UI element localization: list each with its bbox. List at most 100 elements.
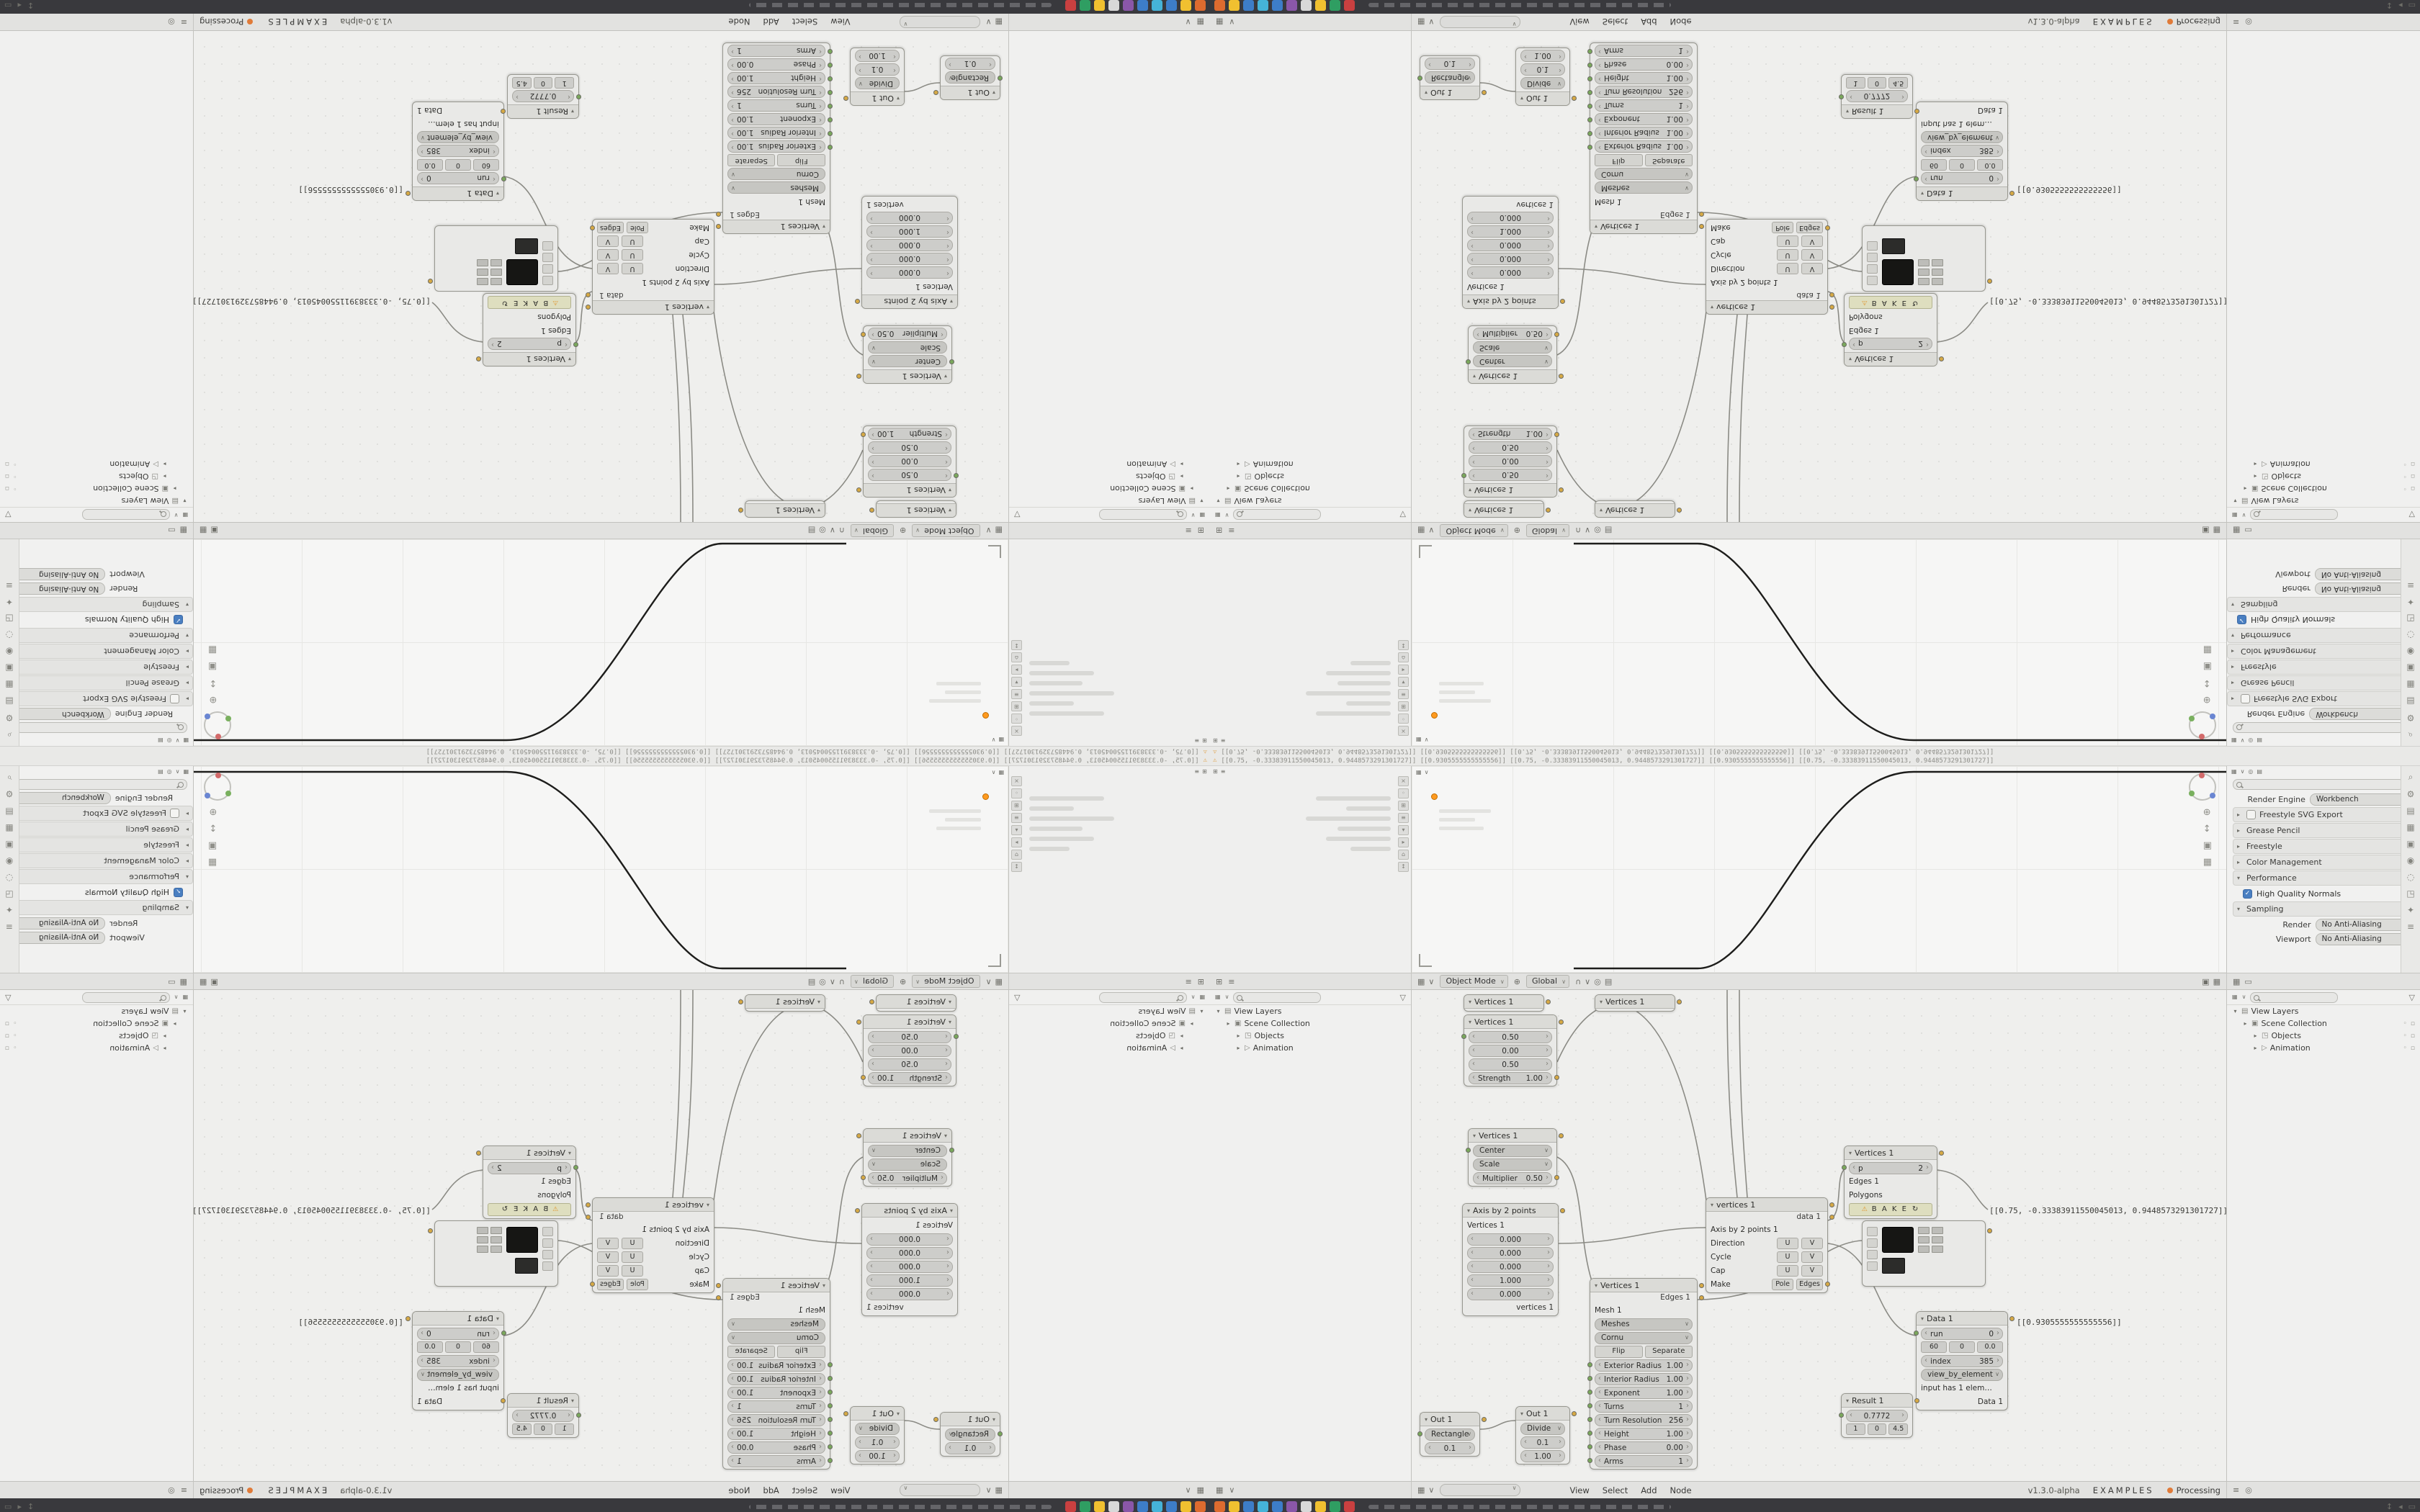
socket-dot[interactable]	[586, 292, 591, 297]
object-tab-icon[interactable]: ◳	[2406, 888, 2415, 899]
node-button-flip[interactable]: Flip	[1595, 154, 1643, 166]
socket-dot[interactable]	[1839, 94, 1844, 99]
node-toggle-edges[interactable]: Edges	[1796, 222, 1823, 233]
collapse-caret-icon[interactable]: ▾	[1849, 1149, 1852, 1156]
palette-button[interactable]	[542, 241, 553, 251]
socket-dot[interactable]	[828, 1403, 833, 1408]
socket-dot[interactable]	[856, 1133, 861, 1138]
node-header[interactable]: ▾Vertices 1	[1464, 1015, 1564, 1029]
node-select[interactable]: Scale	[1473, 1158, 1552, 1171]
network-icon[interactable]: ↕	[27, 1502, 35, 1511]
palette-cell[interactable]	[1932, 1246, 1943, 1253]
expand-caret-icon[interactable]: ▸	[1190, 485, 1193, 492]
app-icon-1[interactable]	[1214, 0, 1225, 11]
socket-dot[interactable]	[576, 94, 581, 99]
node-toggle-u[interactable]: U	[1777, 1238, 1798, 1249]
socket-dot[interactable]	[1829, 1202, 1834, 1207]
visibility-icon[interactable]: ◦	[2403, 1020, 2407, 1027]
node-palette[interactable]	[1862, 225, 1992, 292]
dropdown-arrow-icon[interactable]: ∨	[2241, 994, 2246, 1000]
snap-options-icon[interactable]: ∨	[1585, 526, 1591, 536]
proportional-icon[interactable]: ◎	[819, 976, 826, 986]
outliner-item-view-layers[interactable]: ▾▤View Layers	[2227, 1005, 2420, 1017]
node-field[interactable]: 0.000	[866, 1261, 953, 1273]
outliner-item-view-layers[interactable]: ▾▤View Layers	[0, 495, 193, 507]
collapse-caret-icon[interactable]: ▾	[1595, 223, 1598, 230]
outliner-item-objects[interactable]: ▸◳Objects◦▫	[2227, 1030, 2420, 1042]
scene-tab-icon[interactable]: ◉	[5, 647, 14, 657]
node-toggle-v[interactable]: V	[1801, 1238, 1823, 1249]
node-select[interactable]: Cornu	[1595, 168, 1693, 180]
node-field[interactable]: 0.50	[868, 441, 951, 454]
menu-add[interactable]: Add	[1641, 17, 1657, 27]
search-tab-icon[interactable]: ⌕	[6, 730, 12, 740]
collapse-caret-icon[interactable]: ▾	[1467, 1207, 1471, 1214]
panel-freestyle-svg-export[interactable]: ▸Freestyle SVG Export	[2233, 807, 2414, 822]
socket-dot[interactable]	[590, 225, 595, 230]
app-icon-9[interactable]	[1080, 1501, 1090, 1512]
socket-dot[interactable]	[1842, 342, 1847, 347]
socket-dot[interactable]	[1559, 487, 1564, 492]
app-icon-10[interactable]	[1344, 0, 1355, 11]
node-toggle-u[interactable]: U	[1777, 263, 1798, 274]
app-icon-2[interactable]	[1229, 0, 1240, 11]
node-vertices-stub-1[interactable]: ▾Vertices 1	[1464, 500, 1551, 518]
gizmo-y-axis[interactable]	[225, 791, 231, 796]
expand-caret-icon[interactable]: ▸	[1180, 473, 1183, 480]
palette-cell[interactable]	[490, 269, 502, 276]
proportional-icon[interactable]: ◎	[1594, 526, 1601, 536]
node-toggle-u[interactable]: U	[622, 1251, 643, 1263]
outliner-item-view-layers[interactable]: ▾▤View Layers	[1210, 1005, 1411, 1017]
node-button-separate[interactable]: Separate	[727, 1346, 776, 1358]
editor-type-icon[interactable]: ▦	[1416, 737, 1422, 743]
node-toggle-u[interactable]: U	[1777, 249, 1798, 261]
editor-type-icon[interactable]: ▦	[995, 976, 1003, 986]
expand-caret-icon[interactable]: ▸	[2244, 485, 2247, 492]
node-select[interactable]: Cornu	[1595, 1332, 1693, 1344]
app-icon-3[interactable]	[1243, 0, 1254, 11]
node-out-divide[interactable]: ▾Out 1Divide0.11.00	[843, 48, 905, 106]
socket-dot[interactable]	[1466, 359, 1471, 364]
node-toggle-pole[interactable]: Pole	[626, 1279, 648, 1290]
collapse-caret-icon[interactable]: ▾	[822, 1282, 825, 1289]
socket-dot[interactable]	[1587, 1403, 1592, 1408]
socket-dot[interactable]	[1914, 1398, 1919, 1403]
outliner-item-animation[interactable]: ▸▷Animation	[1210, 1042, 1411, 1054]
socket-dot[interactable]	[828, 49, 833, 54]
node-field[interactable]: 0.7772	[512, 1410, 574, 1422]
node-toggle-u[interactable]: U	[622, 1238, 643, 1249]
dropdown-arrow-icon[interactable]: ∨	[2240, 768, 2245, 775]
node-toggle-v[interactable]: V	[597, 1251, 619, 1263]
node-header[interactable]: ▾Vertices 1	[1845, 352, 1944, 366]
socket-dot[interactable]	[716, 212, 721, 217]
expand-caret-icon[interactable]: ▸	[2254, 473, 2257, 480]
socket-dot[interactable]	[501, 109, 506, 114]
node-header[interactable]: ▾Result 1	[501, 104, 578, 118]
collapse-caret-icon[interactable]: ▾	[496, 1315, 499, 1322]
expand-caret-icon[interactable]: ▸	[1237, 1032, 1240, 1039]
node-field[interactable]: 0.1	[855, 63, 900, 76]
node-mini-field[interactable]: 0.0	[1977, 159, 2003, 171]
node-header[interactable]: ▾Vertices 1	[716, 220, 830, 233]
node-vertices-values[interactable]: ▾Vertices 10.500.000.50Strength1.00	[856, 1014, 959, 1086]
viewlayer-tab-icon[interactable]: ▣	[5, 839, 14, 849]
gizmo-z-axis[interactable]	[205, 714, 210, 719]
caret-icon[interactable]: ▾	[1398, 677, 1409, 687]
node-select[interactable]: Rectangle	[945, 1428, 995, 1441]
socket-dot[interactable]	[1587, 1431, 1592, 1436]
battery-icon[interactable]: ▭	[2408, 1502, 2416, 1511]
menu-node[interactable]: Node	[728, 17, 750, 27]
collapse-caret-icon[interactable]: ▾	[1469, 1018, 1472, 1025]
socket-dot[interactable]	[590, 1282, 595, 1287]
scene-icon[interactable]: ◎	[166, 737, 172, 744]
menu-add[interactable]: Add	[763, 17, 779, 27]
outliner-item-animation[interactable]: ▸▷Animation◦▫	[0, 1042, 193, 1054]
socket-dot[interactable]	[476, 1151, 481, 1156]
node-field[interactable]: 1.000	[1467, 1274, 1554, 1287]
checkbox-high-quality-normals[interactable]	[174, 887, 183, 897]
